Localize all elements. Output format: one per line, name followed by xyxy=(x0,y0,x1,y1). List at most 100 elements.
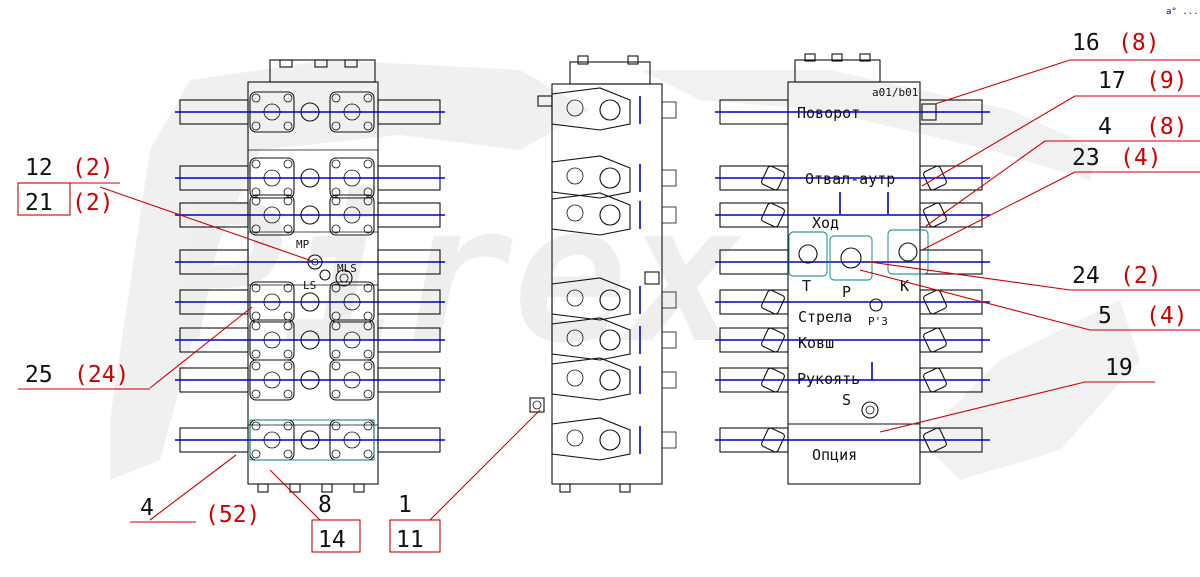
left-section-row xyxy=(175,319,445,361)
leader-lines xyxy=(99,59,1200,521)
callouts: 12 (2) 21 (2) 25 (24) 4 (52) 8 14 1 11 1… xyxy=(17,30,1188,553)
bolt xyxy=(331,187,341,197)
option-plate xyxy=(249,419,375,461)
callout-17-qty: (9) xyxy=(1146,68,1188,94)
bolt xyxy=(251,349,261,359)
port xyxy=(599,369,621,391)
middle-view xyxy=(529,55,677,493)
port xyxy=(566,429,584,447)
left-view: MP LS MLS xyxy=(175,59,445,493)
port-flange xyxy=(249,281,295,323)
bolt xyxy=(331,421,341,431)
section-rukoyat: Рукоять xyxy=(797,370,860,388)
callout-25-qty: (24) xyxy=(74,362,129,388)
bolt xyxy=(331,121,341,131)
bolt xyxy=(331,321,341,331)
callout-8-num: 8 xyxy=(318,492,332,518)
port-flange xyxy=(249,91,295,133)
bolt xyxy=(363,93,373,103)
bolt xyxy=(331,224,341,234)
port xyxy=(343,331,361,349)
port xyxy=(599,99,621,121)
side-cap xyxy=(661,169,677,187)
bolt xyxy=(331,93,341,103)
left-section-row xyxy=(175,359,445,401)
callout-24-num: 24 xyxy=(1072,263,1100,289)
bolt xyxy=(283,321,293,331)
port xyxy=(343,169,361,187)
left-section-row xyxy=(175,249,445,275)
bolt xyxy=(283,421,293,431)
middle-section-row xyxy=(551,417,677,461)
middle-section-row xyxy=(551,192,677,236)
port-flange xyxy=(249,157,295,199)
port xyxy=(599,167,621,189)
bolt xyxy=(251,121,261,131)
bolt xyxy=(283,449,293,459)
port xyxy=(263,293,281,311)
callout-16-qty: (8) xyxy=(1118,30,1160,56)
bolt xyxy=(283,159,293,169)
fitting xyxy=(761,327,785,353)
port-p-label: P xyxy=(842,283,851,301)
bolt xyxy=(251,321,261,331)
bolt xyxy=(363,121,373,131)
bolt xyxy=(331,389,341,399)
right-section-row xyxy=(715,165,990,191)
callout-19-num: 19 xyxy=(1105,355,1133,381)
port-flange xyxy=(329,194,375,236)
bolt xyxy=(331,361,341,371)
callout-4-left-num: 4 xyxy=(140,495,154,521)
right-section-row xyxy=(715,99,990,125)
port xyxy=(300,102,320,122)
code-label: a01/b01 xyxy=(872,86,918,99)
bolt xyxy=(251,361,261,371)
left-section-row xyxy=(175,157,445,199)
bolt xyxy=(331,159,341,169)
port-flange xyxy=(329,157,375,199)
spool-housing xyxy=(551,417,631,461)
right-main-body xyxy=(787,81,921,485)
middle-section-row xyxy=(551,155,677,199)
port xyxy=(300,292,320,312)
fitting xyxy=(761,427,785,453)
watermark-text: Pirex xyxy=(170,164,742,385)
callout-1-num: 1 xyxy=(398,492,412,518)
fitting xyxy=(761,289,785,315)
section-povorot: Поворот xyxy=(797,104,860,122)
bolt xyxy=(363,421,373,431)
port-t-flange xyxy=(788,231,828,277)
port-flange xyxy=(329,281,375,323)
port xyxy=(300,330,320,350)
port xyxy=(263,169,281,187)
callout-11-num: 11 xyxy=(396,527,424,553)
port xyxy=(343,431,361,449)
port xyxy=(300,205,320,225)
bolt xyxy=(251,224,261,234)
fitting xyxy=(923,327,947,353)
bolt xyxy=(331,283,341,293)
spool-housing xyxy=(551,317,631,361)
right-section-row xyxy=(715,289,990,315)
port xyxy=(599,204,621,226)
callout-12-num: 12 xyxy=(25,155,53,181)
bolt xyxy=(283,187,293,197)
left-section-row xyxy=(175,194,445,236)
callout-23-qty: (4) xyxy=(1120,145,1162,171)
port xyxy=(343,371,361,389)
side-cap xyxy=(661,291,677,309)
bolt xyxy=(363,389,373,399)
right-view: Поворот Отвал-аутр Ход Стрела Ковш Рукоя… xyxy=(715,53,990,485)
port-flange xyxy=(329,91,375,133)
port xyxy=(566,167,584,185)
port xyxy=(343,103,361,121)
bolt xyxy=(251,449,261,459)
bolt xyxy=(363,349,373,359)
middle-section-row xyxy=(551,317,677,361)
bolt xyxy=(331,449,341,459)
side-cap xyxy=(661,371,677,389)
callout-4-right-qty: (8) xyxy=(1146,114,1188,140)
bolt xyxy=(283,389,293,399)
bolt xyxy=(283,121,293,131)
bolt xyxy=(251,93,261,103)
